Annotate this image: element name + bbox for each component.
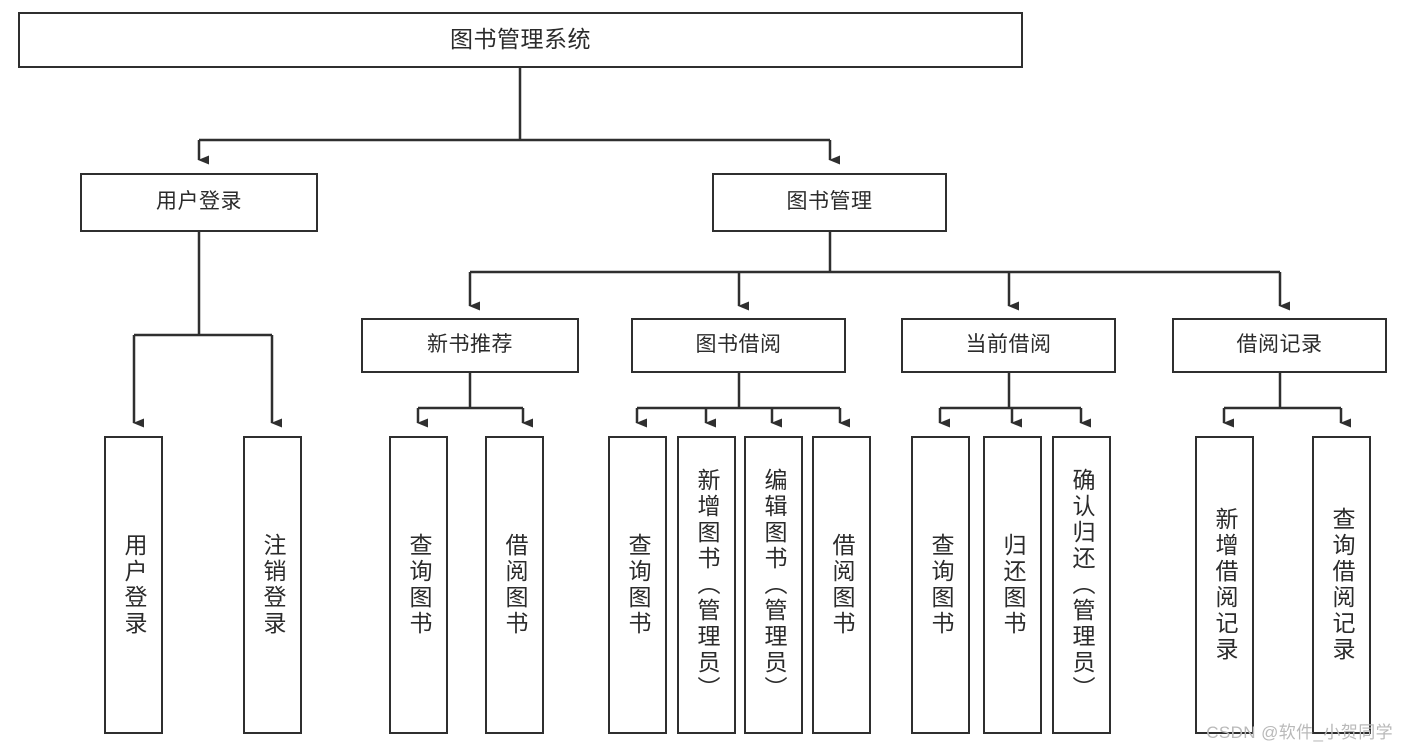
node-leaf-add-borrow-record[interactable]: 新增借阅记录 — [1195, 436, 1254, 734]
node-label: 图书借阅 — [695, 333, 782, 357]
node-label: 借阅图书 — [502, 533, 528, 637]
node-leaf-confirm-return-admin[interactable]: 确认归还（管理员） — [1052, 436, 1111, 734]
node-label: 用户登录 — [156, 190, 242, 214]
node-leaf-user-logout[interactable]: 注销登录 — [243, 436, 302, 734]
node-leaf-query-book-borrow[interactable]: 查询图书 — [608, 436, 667, 734]
node-leaf-query-borrow-record[interactable]: 查询借阅记录 — [1312, 436, 1371, 734]
node-borrow-record[interactable]: 借阅记录 — [1172, 318, 1387, 373]
node-label: 借阅记录 — [1236, 333, 1323, 357]
node-label: 新书推荐 — [427, 333, 513, 357]
node-leaf-edit-book-admin[interactable]: 编辑图书（管理员） — [744, 436, 803, 734]
node-label: 编辑图书（管理员） — [761, 468, 787, 702]
node-leaf-add-book-admin[interactable]: 新增图书（管理员） — [677, 436, 736, 734]
node-label: 注销登录 — [260, 533, 286, 637]
node-book-borrow[interactable]: 图书借阅 — [631, 318, 846, 373]
node-new-book-recommendation[interactable]: 新书推荐 — [361, 318, 579, 373]
node-root-system[interactable]: 图书管理系统 — [18, 12, 1023, 68]
node-label: 新增图书（管理员） — [694, 468, 720, 702]
node-label: 用户登录 — [121, 533, 147, 637]
node-label: 归还图书 — [1000, 533, 1026, 637]
node-leaf-borrow-book[interactable]: 借阅图书 — [812, 436, 871, 734]
node-label: 借阅图书 — [829, 533, 855, 637]
node-label: 查询图书 — [406, 533, 432, 637]
node-label: 确认归还（管理员） — [1069, 468, 1095, 702]
node-leaf-user-login[interactable]: 用户登录 — [104, 436, 163, 734]
node-label: 查询图书 — [928, 533, 954, 637]
node-leaf-borrow-book-recommendation[interactable]: 借阅图书 — [485, 436, 544, 734]
node-label: 查询借阅记录 — [1329, 507, 1355, 663]
node-label: 查询图书 — [625, 533, 651, 637]
node-leaf-return-book[interactable]: 归还图书 — [983, 436, 1042, 734]
node-label: 图书管理 — [786, 190, 873, 214]
node-book-management[interactable]: 图书管理 — [712, 173, 947, 232]
node-current-borrow[interactable]: 当前借阅 — [901, 318, 1116, 373]
node-label: 图书管理系统 — [450, 26, 591, 53]
node-label: 新增借阅记录 — [1212, 507, 1238, 663]
node-leaf-query-book-current[interactable]: 查询图书 — [911, 436, 970, 734]
node-leaf-query-book-recommendation[interactable]: 查询图书 — [389, 436, 448, 734]
node-label: 当前借阅 — [965, 333, 1052, 357]
node-user-login[interactable]: 用户登录 — [80, 173, 318, 232]
